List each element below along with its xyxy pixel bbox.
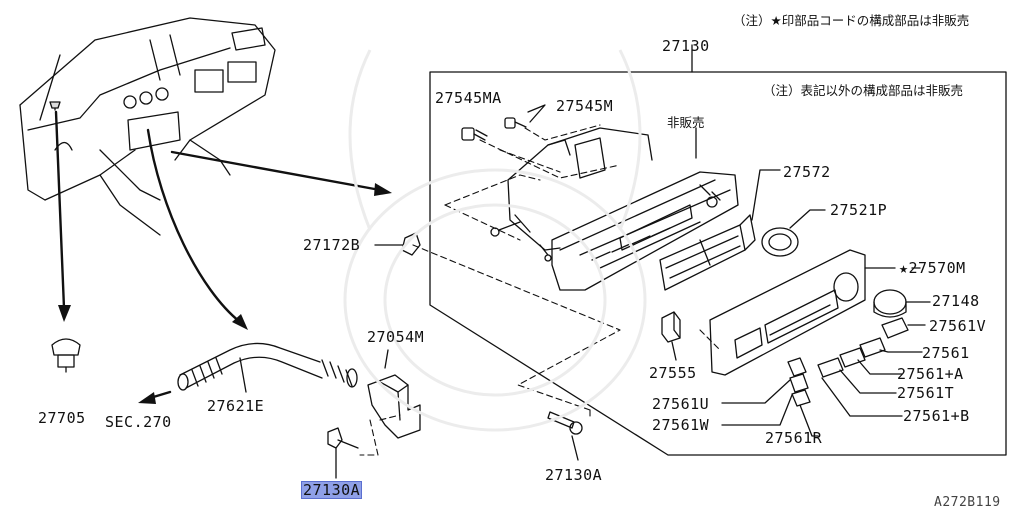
pointer-arrows bbox=[54, 110, 382, 400]
actuator-27054M bbox=[367, 349, 421, 439]
figure-id: A272B119 bbox=[934, 495, 1001, 510]
label-27561A[interactable]: 27561+A bbox=[897, 365, 964, 383]
label-27561U[interactable]: 27561U bbox=[652, 395, 710, 413]
screw-27130A-lower bbox=[327, 427, 359, 479]
face-panel-27570M bbox=[709, 249, 896, 376]
label-27561T[interactable]: 27561T bbox=[897, 384, 955, 402]
knob-27148 bbox=[873, 289, 931, 318]
label-27621E[interactable]: 27621E bbox=[207, 397, 265, 415]
label-27561R[interactable]: 27561R bbox=[765, 429, 823, 447]
label-27572[interactable]: 27572 bbox=[783, 163, 831, 181]
label-27545MA[interactable]: 27545MA bbox=[435, 89, 502, 107]
lens-27572 bbox=[659, 169, 781, 291]
screw-27545MA bbox=[461, 127, 488, 141]
label-27130A[interactable]: 27130A bbox=[545, 466, 603, 484]
block-27555 bbox=[661, 311, 681, 361]
note-inner: （注）表記以外の構成部品は非販売 bbox=[763, 83, 964, 98]
clip-27705 bbox=[51, 338, 81, 373]
button-set-27561 bbox=[721, 317, 926, 437]
label-27570M[interactable]: ★27570M bbox=[899, 259, 966, 277]
label-27561W[interactable]: 27561W bbox=[652, 416, 710, 434]
duct-hose-27621E bbox=[177, 342, 358, 393]
dashboard-illustration bbox=[19, 17, 276, 236]
label-27705[interactable]: 27705 bbox=[38, 409, 86, 427]
label-27561B[interactable]: 27561+B bbox=[903, 407, 970, 425]
label-27561V[interactable]: 27561V bbox=[929, 317, 987, 335]
watermark bbox=[343, 49, 647, 432]
label-27054M[interactable]: 27054M bbox=[367, 328, 425, 346]
arrowheads bbox=[58, 183, 392, 404]
label-27148[interactable]: 27148 bbox=[932, 292, 980, 310]
label-27130A-selected[interactable]: 27130A bbox=[300, 481, 363, 499]
note-not-sold: 非販売 bbox=[667, 115, 705, 130]
leader-lines bbox=[695, 127, 921, 269]
label-27555[interactable]: 27555 bbox=[649, 364, 697, 382]
label-27130[interactable]: 27130 bbox=[662, 37, 710, 55]
control-unit-body bbox=[490, 127, 739, 291]
knob-27521P bbox=[761, 209, 826, 257]
label-27521P[interactable]: 27521P bbox=[830, 201, 888, 219]
assembly-frame bbox=[429, 71, 1007, 456]
screw-27545M bbox=[504, 104, 546, 129]
label-27545M[interactable]: 27545M bbox=[556, 97, 614, 115]
label-sec270[interactable]: SEC.270 bbox=[105, 413, 172, 431]
label-27561[interactable]: 27561 bbox=[922, 344, 970, 362]
note-top: （注）★印部品コードの構成部品は非販売 bbox=[733, 13, 970, 28]
screw-27130A bbox=[547, 411, 583, 461]
label-27172B[interactable]: 27172B bbox=[303, 236, 361, 254]
